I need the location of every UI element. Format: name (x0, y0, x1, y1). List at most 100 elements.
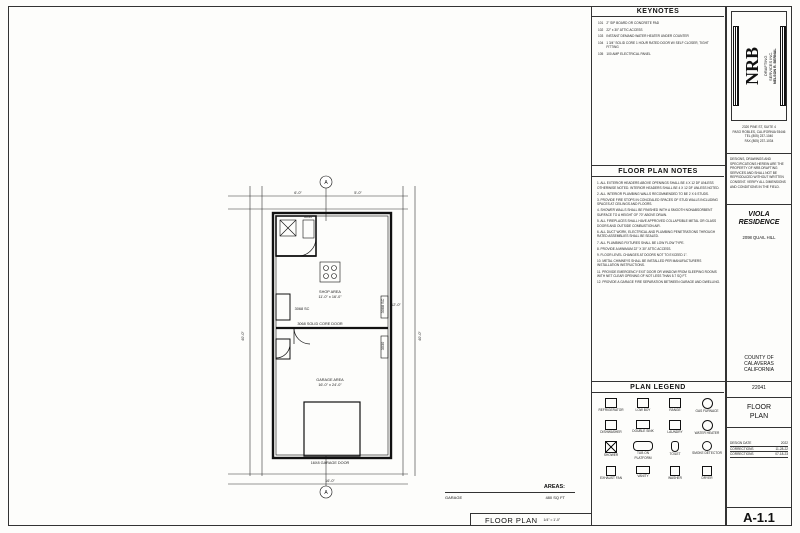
legend-item: EXHAUST FAN (596, 466, 626, 481)
company-logo: NRB DRAFTING SERVICES INC. NELSON R. BER… (731, 11, 787, 121)
divider (727, 204, 791, 205)
door-label-3: 3068 SC (381, 298, 385, 313)
logo-line1: DRAFTING (762, 55, 768, 77)
note-item: 4. SHOWER WALLS SHALL BE FINISHED WITH A… (597, 208, 713, 218)
areas-title: AREAS: (543, 484, 565, 490)
dryer-icon (702, 466, 712, 477)
washer-icon (670, 466, 680, 477)
logo-text: NRB (741, 46, 762, 85)
legend-item: VANITY (628, 466, 658, 481)
legend-item: SMOKE DETECTOR (692, 441, 722, 460)
legend-grid: REFRIGERATOR LOW BOY RANGE GAS FURNACE D… (596, 398, 722, 481)
smoke-detector-icon (702, 441, 712, 452)
project-address: 2098 QUAIL HILL (742, 235, 776, 240)
legend-item: SHOWER (596, 441, 626, 460)
drawing-frame (8, 6, 592, 526)
dishwasher-icon (605, 419, 617, 430)
divider (727, 507, 791, 508)
project-name: VIOLA RESIDENCE (738, 211, 780, 226)
room-dims-garage: 16'-0" x 24'-0" (318, 383, 342, 387)
legend-item: TOILET (660, 441, 690, 460)
legend-item: WATER HEATER (692, 419, 722, 436)
legend-item: GAS FURNACE (692, 398, 722, 414)
dim-top-2: 5'-0" (354, 191, 362, 195)
areas-block: AREAS: GARAGE 480 SQ FT (445, 484, 575, 504)
divider (727, 153, 791, 154)
disclaimer: DESIGNS, DRAWINGS AND SPECIFICATIONS HER… (730, 157, 786, 189)
svg-text:A: A (324, 490, 328, 496)
exhaust-fan-icon (606, 466, 616, 477)
legend-item: TUB ON PLATFORM (628, 441, 658, 460)
plan-title: FLOOR PLAN (485, 515, 538, 525)
note-item: 7. ALL PLUMBING FIXTURES SHALL BE LOW FL… (597, 240, 685, 245)
dim-total-right: 40'-0" (418, 331, 422, 341)
window-label-1: 3030 (304, 215, 312, 219)
door-label-2: 3068 SC (295, 307, 310, 311)
dim-top: 6'-0" (294, 191, 302, 195)
note-item: 2. ALL INTERIOR PLUMBING WALLS RECOMMEND… (597, 191, 709, 196)
job-number: 22041 (752, 385, 766, 391)
sheet-number: A-1.1 (743, 510, 775, 525)
lowboy-icon (637, 398, 649, 408)
keynotes-title: KEYNOTES (592, 8, 724, 17)
area-label-garage: GARAGE (445, 495, 463, 500)
laundry-icon (669, 419, 681, 430)
garage-door-label: 16X8 GARAGE DOOR (311, 461, 350, 465)
note-item: 11. PROVIDE EMERGENCY EXIT DOOR OR WINDO… (597, 269, 717, 279)
notes-title: FLOOR PLAN NOTES (592, 168, 724, 177)
area-value-garage: 480 SQ FT (545, 495, 565, 500)
note-item: 9. FLOOR LEVEL CHANGES AT DOORS NOT TO E… (597, 252, 688, 257)
divider (727, 397, 791, 398)
water-heater-icon (701, 419, 713, 431)
plan-legend-panel: PLAN LEGEND REFRIGERATOR LOW BOY RANGE G… (592, 382, 726, 526)
legend-item: RANGE (660, 398, 690, 414)
room-label-shop: SHOP AREA (319, 290, 341, 294)
note-item: 5. ALL FIREPLACES SHALL HAVE APPROVED CO… (597, 219, 717, 228)
legend-item: REFRIGERATOR (596, 398, 626, 414)
note-item: 1. ALL EXTERIOR HEADERS ABOVE OPENINGS S… (597, 181, 720, 190)
vanity-icon (636, 466, 650, 475)
legend-item: DISHWASHER (596, 419, 626, 436)
legend-item: LOW BOY (628, 398, 658, 414)
legend-item: DRYER (692, 466, 722, 481)
divider (727, 427, 791, 428)
legend-item: LAUNDRY (660, 419, 690, 436)
window-label-2: 3030 (381, 342, 385, 350)
divider (727, 381, 791, 382)
column-icon (779, 26, 786, 106)
door-label-1: 3068 SOLID CORE DOOR (297, 322, 343, 326)
logo-owner: NELSON R. BERNAL (772, 48, 777, 84)
county: COUNTY OF CALAVERAS CALIFORNIA (743, 355, 774, 373)
floor-plan-notes-panel: FLOOR PLAN NOTES 1. ALL EXTERIOR HEADERS… (592, 166, 726, 382)
plan-scale: 1/4" = 1'-0" (543, 518, 561, 522)
dim-bottom: 16'-0" (325, 479, 335, 483)
svg-text:A: A (324, 180, 328, 186)
note-item: 3. PROVIDE FIRE STOPS IN CONCEALED SPACE… (597, 197, 718, 207)
column-icon (732, 26, 739, 106)
note-item: 8. PROVIDE A MINIMUM 22" X 30" ATTIC ACC… (597, 246, 672, 251)
company-address: 2320 PINE ST, SUITE 4 PASO ROBLES, CALIF… (732, 125, 786, 143)
note-item: 12. PROVIDE A GARAGE FIRE SEPARATION BET… (597, 280, 720, 285)
plan-title-strip: FLOOR PLAN 1/4" = 1'-0" (470, 513, 592, 526)
legend-title: PLAN LEGEND (592, 384, 724, 393)
title-block: NRB DRAFTING SERVICES INC. NELSON R. BER… (726, 6, 792, 526)
refrigerator-icon (605, 398, 617, 408)
floor-plan-drawing: A A SHOP AREA 11'-0" x 16'-0" GARAGE ARE… (228, 175, 422, 499)
legend-item: WASHER (660, 466, 690, 481)
sheet-title: FLOOR PLAN (746, 404, 772, 420)
room-label-garage: GARAGE AREA (316, 378, 344, 382)
notes-list: 1. ALL EXTERIOR HEADERS ABOVE OPENINGS S… (597, 181, 721, 286)
toilet-icon (671, 441, 679, 453)
